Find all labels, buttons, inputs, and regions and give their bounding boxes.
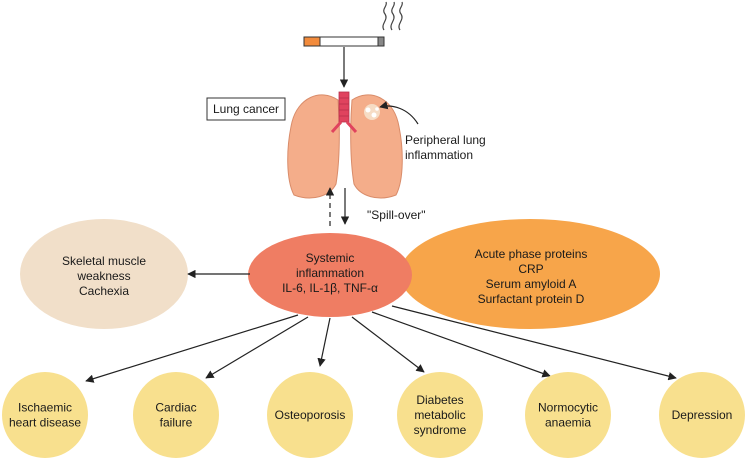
outcome-circle — [397, 372, 483, 458]
systemic-line1: Systemic — [306, 251, 355, 265]
arrow-to-diabetes — [351, 316, 425, 373]
arrow-to-osteoporosis — [317, 317, 331, 367]
cigarette-icon — [303, 1, 403, 47]
arrow-to-depression — [391, 305, 677, 381]
systemic-line3: IL-6, IL-1β, TNF-α — [282, 281, 378, 295]
outcome-label: heart disease — [9, 416, 81, 430]
arrow-to-cardiac — [205, 316, 309, 379]
outcome-label: Depression — [672, 408, 733, 422]
spillover-label: "Spill-over" — [367, 208, 426, 222]
outcome-circle — [659, 372, 745, 458]
lungs-icon — [287, 91, 403, 199]
outcome-circle — [267, 372, 353, 458]
lung-cancer-box — [206, 97, 286, 121]
outcome-circle — [2, 372, 88, 458]
outcome-label: Osteoporosis — [275, 408, 346, 422]
outcome-label: Diabetes — [416, 393, 463, 407]
outcome-node: Osteoporosis — [267, 372, 353, 458]
outcome-circle — [133, 372, 219, 458]
outcome-arrows — [85, 305, 677, 383]
arrow-to-anaemia — [371, 311, 551, 378]
outcome-circle — [525, 372, 611, 458]
inflammation-spot-icon — [364, 104, 380, 120]
peripheral-label-line1: Peripheral lung — [405, 133, 486, 147]
arrow-peripheral-to-spot — [379, 101, 419, 125]
peripheral-label-line2: inflammation — [405, 148, 473, 162]
outcome-label: failure — [160, 416, 193, 430]
skeletal-muscle-ellipse — [20, 219, 188, 329]
systemic-line2: inflammation — [296, 266, 364, 280]
systemic-inflammation-ellipse — [248, 233, 412, 317]
outcome-label: anaemia — [545, 416, 591, 430]
outcome-label: syndrome — [414, 423, 467, 437]
lung-cancer-label: Lung cancer — [213, 102, 279, 116]
acute-phase-ellipse — [400, 219, 660, 329]
acute-line4: Surfactant protein D — [478, 292, 585, 306]
arrow-to-ischaemic — [85, 314, 299, 383]
skeletal-line2: weakness — [76, 269, 130, 283]
outcome-label: Normocytic — [538, 401, 598, 415]
acute-line3: Serum amyloid A — [486, 277, 577, 291]
outcome-label: Cardiac — [155, 401, 196, 415]
skeletal-line1: Skeletal muscle — [62, 254, 146, 268]
outcome-node: Depression — [659, 372, 745, 458]
outcome-label: Ischaemic — [18, 401, 72, 415]
skeletal-line3: Cachexia — [79, 284, 129, 298]
acute-line1: Acute phase proteins — [475, 247, 588, 261]
acute-line2: CRP — [518, 262, 543, 276]
outcome-label: metabolic — [414, 408, 465, 422]
